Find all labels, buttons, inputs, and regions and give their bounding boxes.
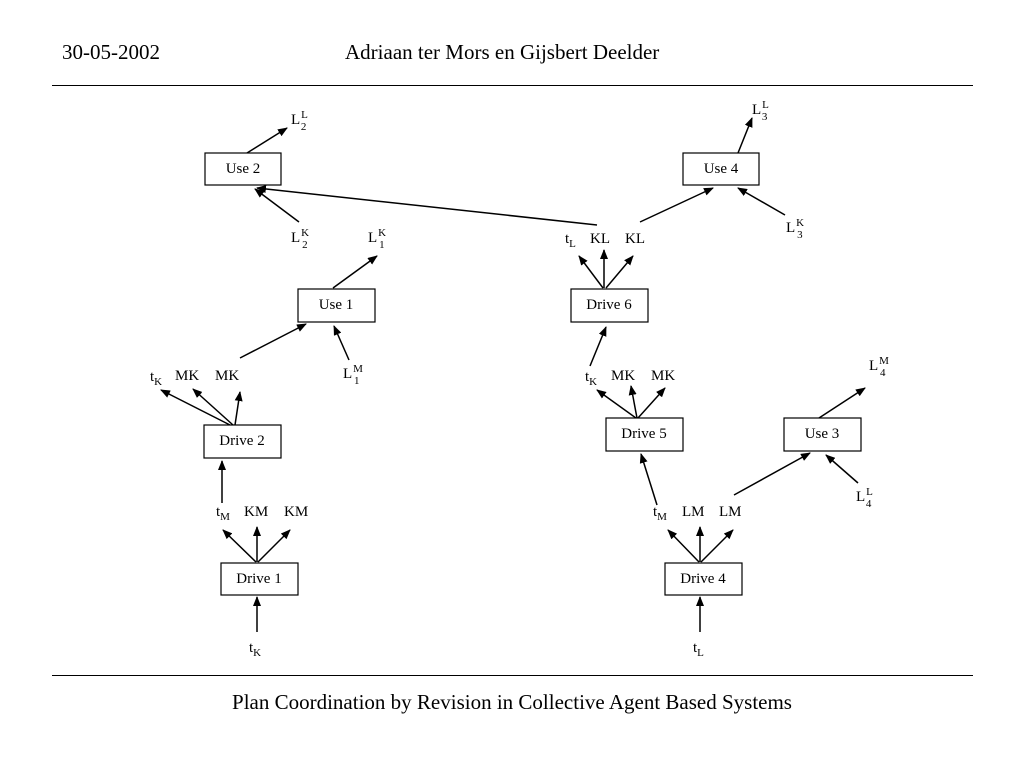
edge-drive1-tM — [222, 529, 257, 563]
svg-text:Use 1: Use 1 — [319, 297, 354, 313]
footer-title: Plan Coordination by Revision in Collect… — [232, 690, 792, 714]
label-KL-1: KL — [590, 231, 610, 247]
edge-KL-use4 — [639, 187, 714, 223]
label-LM-2: LM — [719, 504, 742, 520]
svg-text:Drive 1: Drive 1 — [236, 571, 281, 587]
label-t-M-drive4: tM — [653, 504, 667, 523]
edge-MK-use1 — [239, 323, 307, 359]
svg-text:Use 4: Use 4 — [704, 161, 739, 177]
label-KM-2: KM — [284, 504, 308, 520]
edge-L1M-use1 — [333, 325, 350, 361]
edge-drive4-LM2 — [700, 529, 734, 563]
box-drive-6: Drive 6 — [570, 288, 649, 323]
label-MK-1-left: MK — [175, 368, 199, 384]
footer-rule — [52, 675, 973, 676]
edge-L2K-use2 — [254, 188, 300, 223]
box-use-3: Use 3 — [783, 417, 862, 452]
edge-tK-drive6 — [589, 326, 607, 367]
edge-use4-L3L — [737, 117, 753, 154]
edge-drive6-tL — [578, 255, 604, 289]
label-t-L-input: tL — [693, 640, 704, 659]
edge-drive2-tK — [160, 389, 231, 426]
edge-drive2-MK2 — [234, 391, 243, 426]
svg-text:Use 3: Use 3 — [805, 426, 840, 442]
edge-use2-L2L — [246, 127, 288, 154]
label-MK-2-left: MK — [215, 368, 239, 384]
label-t-M-drive1: tM — [216, 504, 230, 523]
label-KL-2: KL — [625, 231, 645, 247]
svg-text:Use 2: Use 2 — [226, 161, 261, 177]
svg-text:Drive 2: Drive 2 — [219, 433, 264, 449]
label-t-K-input: tK — [249, 640, 261, 659]
edge-drive1-KM2 — [257, 529, 291, 563]
edge-L4L-use3 — [825, 454, 859, 484]
label-MK-2-right: MK — [651, 368, 675, 384]
edge-drive6-KL2 — [605, 255, 634, 289]
header-date: 30-05-2002 — [62, 40, 160, 64]
label-LM-1: LM — [682, 504, 705, 520]
edge-drive5-MK2 — [637, 387, 666, 419]
box-drive-5: Drive 5 — [605, 417, 684, 452]
svg-text:Drive 5: Drive 5 — [621, 426, 666, 442]
edge-tM-drive5 — [639, 453, 658, 506]
box-use-1: Use 1 — [297, 288, 376, 323]
edge-LM-use3 — [733, 452, 811, 496]
box-drive-2: Drive 2 — [203, 424, 282, 459]
label-t-K-drive2: tK — [150, 369, 162, 388]
edge-use3-L4M — [818, 387, 866, 419]
edge-use1-L1K — [332, 255, 378, 289]
label-KM-1: KM — [244, 504, 268, 520]
header-rule — [52, 85, 973, 86]
label-t-L-drive6: tL — [565, 231, 576, 250]
edge-drive5-MK1 — [628, 385, 638, 419]
box-use-4: Use 4 — [682, 152, 760, 186]
edge-drive2-MK1 — [192, 388, 234, 426]
edge-L3K-use4 — [737, 187, 786, 216]
edge-drive4-tM — [667, 529, 700, 563]
edge-drive5-tK — [596, 389, 637, 419]
box-drive-1: Drive 1 — [220, 562, 299, 596]
label-t-K-drive5: tK — [585, 369, 597, 388]
box-drive-4: Drive 4 — [664, 562, 743, 596]
header-authors: Adriaan ter Mors en Gijsbert Deelder — [345, 40, 660, 64]
label-MK-1-right: MK — [611, 368, 635, 384]
box-use-2: Use 2 — [204, 152, 282, 186]
svg-text:Drive 6: Drive 6 — [586, 297, 632, 313]
svg-text:Drive 4: Drive 4 — [680, 571, 726, 587]
edge-KL-use2 — [256, 184, 598, 226]
